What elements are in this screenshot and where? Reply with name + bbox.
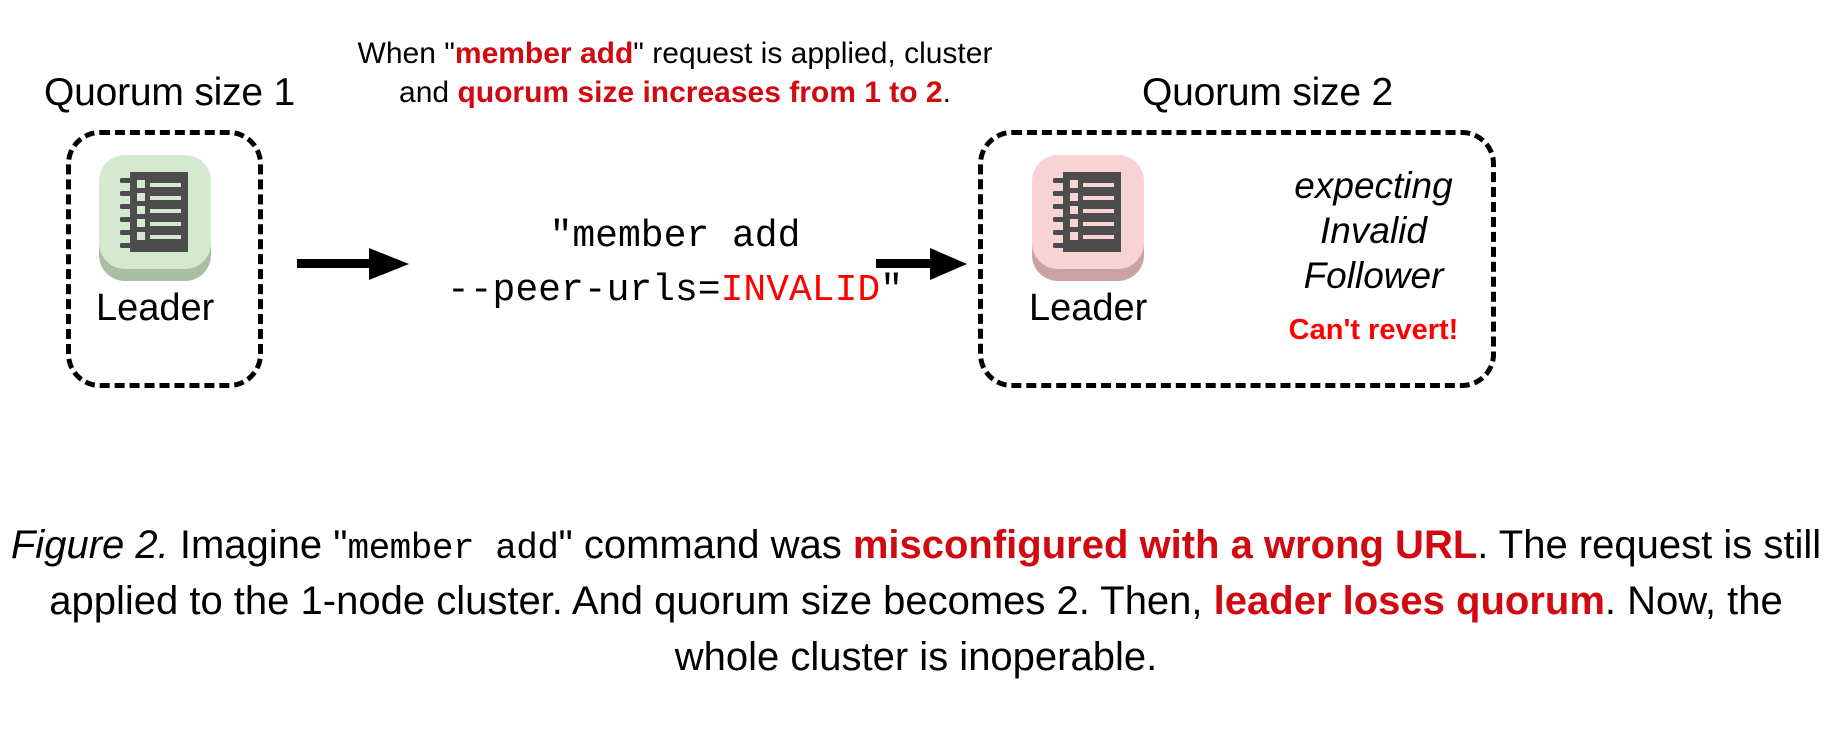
caption-code-1: member add — [347, 528, 559, 569]
annotation-part3: . — [942, 76, 951, 109]
status-warning-badge: Can't revert! — [1288, 314, 1459, 347]
server-node-icon — [1032, 155, 1145, 269]
command-line-2: --peer-urls=INVALID" — [390, 264, 960, 318]
node-label-right: Leader — [1029, 287, 1148, 329]
status-line-1: expecting — [1294, 165, 1453, 206]
caption-text-3: . The request is still applied to the 1-… — [49, 523, 1822, 624]
status-line-2: Invalid — [1320, 210, 1427, 252]
figure-caption: Figure 2. Imagine "member add" command w… — [0, 518, 1832, 685]
server-node-icon-wrap-right — [1032, 155, 1145, 281]
figure-label: Figure 2. — [10, 523, 169, 567]
node-label-left: Leader — [96, 287, 215, 329]
caption-text-4: . Now, the whole cluster is inoperable. — [674, 579, 1783, 679]
annotation-highlight2: quorum size increases from 1 to 2 — [457, 76, 943, 109]
status-line-3: Follower — [1303, 255, 1444, 297]
command-text: "member add --peer-urls=INVALID" — [390, 210, 960, 318]
cluster-title-left: Quorum size 1 — [44, 71, 295, 114]
server-node-icon — [99, 155, 212, 269]
caption-text-2: " command was — [558, 523, 853, 567]
annotation-highlight1: member add — [454, 37, 634, 70]
annotation-text: When "member add" request is applied, cl… — [355, 34, 995, 112]
cluster-title-right: Quorum size 2 — [1142, 71, 1393, 114]
caption-emphasis-1: misconfigured with a wrong URL — [852, 523, 1478, 567]
command-line-1: "member add — [549, 215, 801, 258]
arrow-right-icon-left — [297, 246, 410, 287]
command-closing-quote: " — [880, 268, 904, 312]
annotation-part1: When " — [357, 37, 455, 70]
annotation-part2: " request is applied, cluster and — [399, 37, 993, 109]
command-invalid-value: INVALID — [720, 268, 881, 312]
node-leader-right: Leader — [1029, 155, 1147, 327]
diagram-canvas: Quorum size 1 — [44, 34, 1496, 388]
cluster-box-left — [66, 130, 263, 388]
arrow-right-icon-right — [876, 246, 968, 287]
command-flag: --peer-urls= — [446, 268, 721, 312]
node-status-right: expecting Invalid Follower Can't revert! — [1266, 163, 1481, 347]
caption-text-1: Imagine " — [168, 523, 348, 567]
cluster-box-right — [978, 130, 1496, 388]
caption-emphasis-2: leader loses quorum — [1213, 579, 1605, 624]
server-node-icon-wrap-left — [99, 155, 212, 281]
node-leader-left: Leader — [96, 155, 214, 327]
